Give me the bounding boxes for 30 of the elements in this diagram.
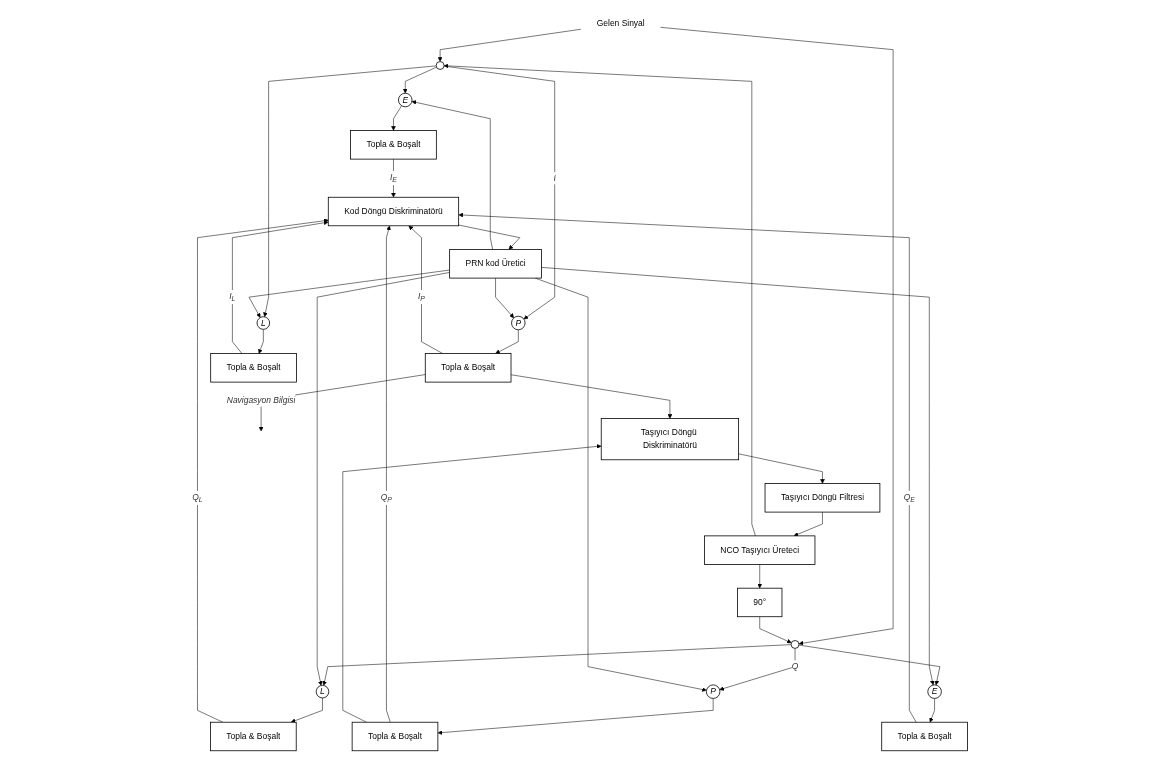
node-box: 90° — [737, 587, 783, 618]
edge-label: I$_{E}$ — [390, 172, 398, 184]
node-box: PRN kod Üretici — [449, 249, 542, 279]
edge-label: Navigasyon Bilgisi — [226, 395, 296, 405]
edge-label: Q$_{P}$ — [380, 492, 393, 504]
node-box: Kod Döngü Diskriminatörü — [328, 196, 460, 227]
node-circle — [790, 640, 800, 649]
node-box: Taşıyıcı Döngü Filtresi — [764, 483, 881, 513]
node-circle: L — [315, 684, 330, 699]
edge-label: I — [553, 173, 557, 183]
node-circle: E — [927, 684, 942, 699]
node-circle: P — [511, 315, 526, 331]
node-text: Gelen Sinyal — [596, 18, 645, 28]
edge-label: I$_{L}$ — [229, 291, 236, 303]
node-box: Topla & Boşalt — [425, 353, 512, 383]
node-circle — [435, 61, 445, 70]
edge-label: Q$_{E}$ — [903, 492, 916, 504]
node-box: NCO Taşıyıcı Üreteci — [704, 535, 816, 565]
node-circle: P — [706, 684, 721, 699]
node-box: Topla & Boşalt — [351, 721, 439, 752]
node-circle: E — [398, 92, 413, 108]
node-box: Topla & Boşalt — [350, 130, 437, 160]
edge-label: I$_{P}$ — [418, 291, 426, 303]
node-box: Topla & Boşalt — [881, 721, 968, 752]
node-circle: L — [256, 316, 271, 330]
node-box: Topla & Boşalt — [210, 721, 297, 752]
node-box: Taşıyıcı Döngü Diskriminatörü — [600, 418, 740, 461]
edge-label: Q — [791, 661, 799, 671]
edge-label: Q$_{L}$ — [192, 492, 203, 504]
node-box: Topla & Boşalt — [210, 353, 297, 383]
